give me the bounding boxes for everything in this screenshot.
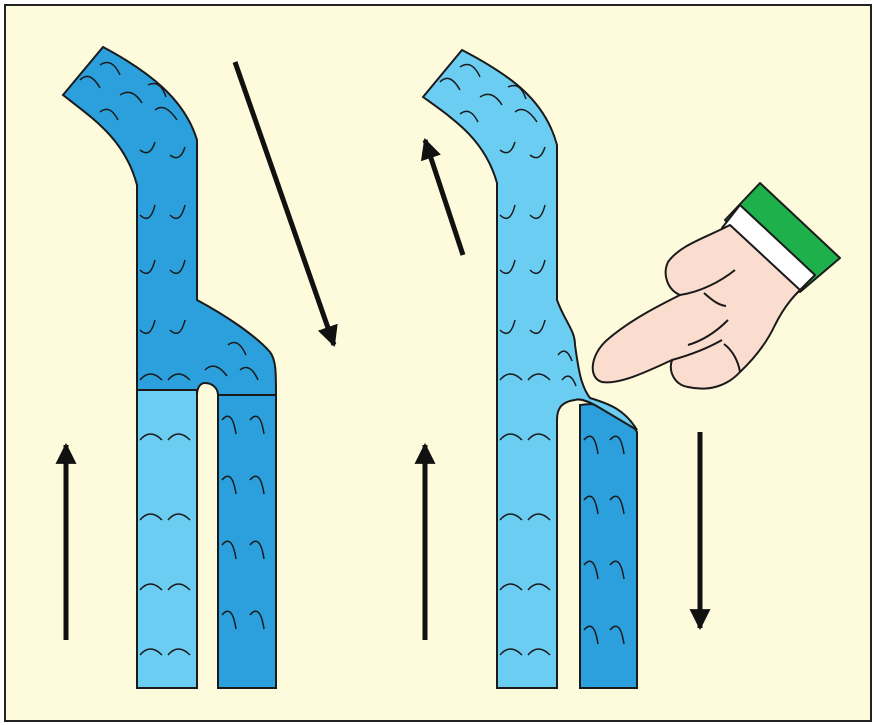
merging-stream-icon: [61, 45, 278, 689]
up-left-arrow-icon: [420, 138, 466, 256]
separating-stream-icon: [421, 48, 638, 689]
right-panel: [414, 48, 841, 689]
down-arrow-icon: [232, 61, 338, 347]
hand: [591, 224, 801, 390]
left-light-lane: [136, 384, 198, 689]
left-dark-body: [61, 45, 278, 396]
right-dark-lane: [579, 403, 638, 689]
right-light-body: [421, 48, 638, 689]
pointing-hand-icon: [591, 182, 841, 390]
left-scallops: [79, 61, 265, 656]
left-panel: [55, 45, 338, 689]
right-scallops: [439, 63, 625, 656]
